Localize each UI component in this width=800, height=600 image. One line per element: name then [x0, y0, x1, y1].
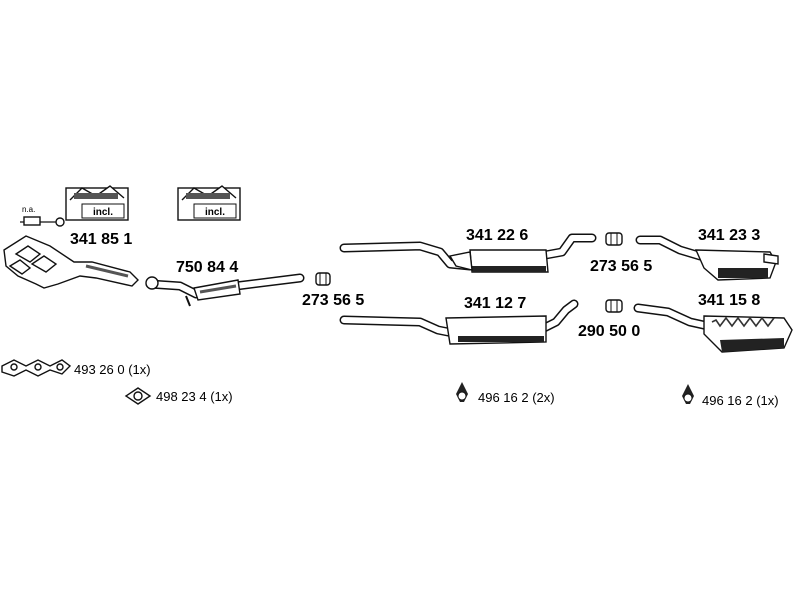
accessory-label-gasket-manifold: 493 26 0 (1x)	[74, 362, 151, 377]
rear-silencer-lower	[633, 303, 793, 353]
catalytic-converter	[145, 273, 305, 307]
exhaust-manifold	[3, 235, 139, 289]
na-label: n.a.	[22, 205, 35, 214]
part-label-clamp-front: 273 56 5	[302, 292, 364, 309]
part-label-rear-lower: 341 15 8	[698, 292, 760, 309]
kit-box-2: incl.	[177, 185, 241, 221]
accessory-label-gasket-flange: 498 23 4 (1x)	[156, 389, 233, 404]
clamp-front	[315, 272, 331, 286]
part-label-manifold: 341 85 1	[70, 231, 132, 248]
part-label-rear-upper: 341 23 3	[698, 227, 760, 244]
oxygen-sensor: n.a.	[20, 205, 65, 227]
clamp-lower	[605, 299, 623, 313]
part-label-clamp-upper: 273 56 5	[590, 258, 652, 275]
accessory-label-hanger-middle: 496 16 2 (2x)	[478, 390, 555, 405]
accessory-label-hanger-rear: 496 16 2 (1x)	[702, 393, 779, 408]
flange-gasket	[124, 387, 152, 405]
rear-silencer-upper	[635, 235, 779, 281]
kit-box-2-label: incl.	[205, 207, 225, 218]
kit-box-1: incl.	[65, 185, 129, 221]
part-label-catalyst: 750 84 4	[176, 259, 238, 276]
part-label-clamp-lower: 290 50 0	[578, 323, 640, 340]
manifold-gasket	[1, 359, 72, 377]
middle-silencer-lower	[339, 299, 579, 345]
part-label-middle-lower: 341 12 7	[464, 295, 526, 312]
rubber-hanger-rear	[682, 384, 694, 404]
clamp-upper	[605, 232, 623, 246]
rubber-hanger-middle	[456, 382, 468, 402]
middle-silencer-upper	[339, 233, 597, 273]
part-label-middle-upper: 341 22 6	[466, 227, 528, 244]
kit-box-1-label: incl.	[93, 207, 113, 218]
